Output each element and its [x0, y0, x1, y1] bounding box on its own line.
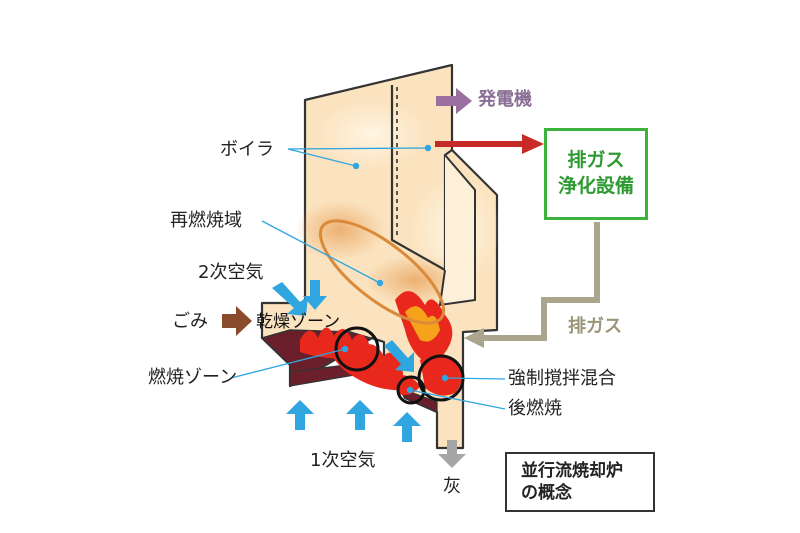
label-post-combustion: 後燃焼 [508, 400, 562, 418]
primary-air-arrows [286, 400, 421, 442]
label-exhaust-gas: 排ガス [568, 318, 622, 336]
label-secondary-air: 2次空気 [198, 264, 263, 282]
treatment-line2: 浄化設備 [558, 174, 634, 200]
label-waste: ごみ [172, 313, 208, 331]
label-ash: 灰 [443, 478, 461, 496]
gas-treatment-box: 排ガス 浄化設備 [544, 128, 648, 220]
label-combustion-zone: 燃焼ゾーン [148, 369, 237, 387]
label-reburn-zone: 再燃焼域 [170, 212, 242, 230]
concept-box: 並行流焼却炉 の概念 [505, 452, 655, 512]
treatment-line1: 排ガス [567, 148, 624, 174]
label-power-gen: 発電機 [478, 91, 532, 109]
label-primary-air: 1次空気 [310, 452, 375, 470]
label-drying-zone: 乾燥ゾーン [256, 314, 340, 331]
concept-line2: の概念 [521, 482, 653, 504]
label-forced-mixing: 強制撹拌混合 [508, 370, 616, 388]
concept-line1: 並行流焼却炉 [521, 460, 653, 482]
waste-arrow [222, 306, 252, 336]
label-boiler: ボイラ [220, 141, 274, 159]
